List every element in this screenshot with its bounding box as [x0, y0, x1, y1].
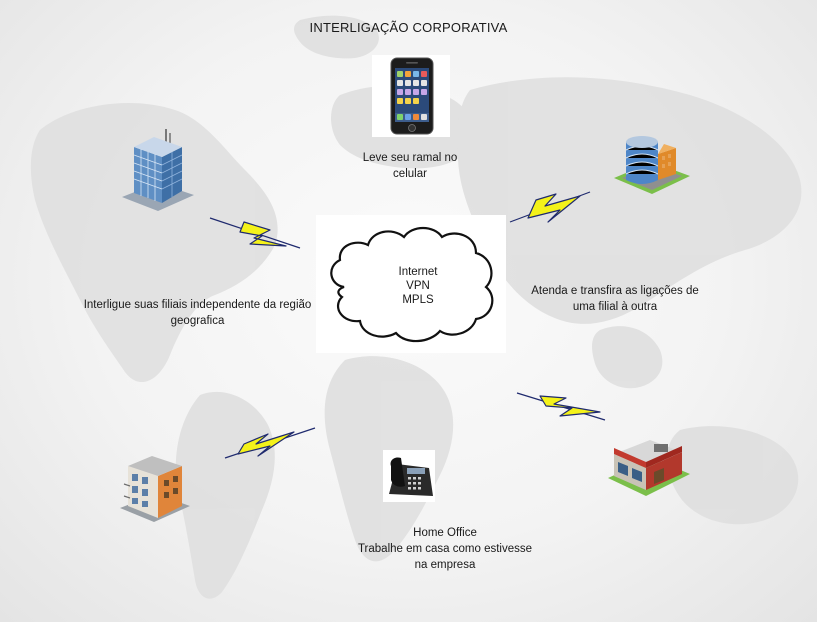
cloud-text: Internet VPN MPLS [368, 265, 468, 307]
desk-phone-icon [389, 457, 433, 496]
label-transfer: Atenda e transfira as ligações de uma fi… [531, 285, 699, 313]
label-home-office: Home Office Trabalhe em casa como estive… [357, 527, 533, 571]
round-office-building-icon [614, 136, 690, 194]
store-building-icon [608, 440, 690, 496]
lightning-bolt-bottom-right [516, 392, 606, 421]
cloud-line-internet: Internet [398, 266, 438, 278]
cloud-icon [330, 226, 494, 343]
lightning-bolt-top-right [509, 191, 591, 223]
diagram-title: INTERLIGAÇÃO CORPORATIVA [309, 20, 508, 35]
cloud-line-vpn: VPN [406, 280, 430, 292]
label-mobile: Leve seu ramal no celular [362, 152, 458, 180]
lightning-bolt-top-left [209, 217, 301, 249]
label-branches: Interligue suas filiais independente da … [83, 299, 312, 327]
apartment-building-icon [120, 456, 190, 522]
lightning-bolt-bottom-left [224, 427, 316, 459]
smartphone-icon [390, 57, 434, 135]
cloud-line-mpls: MPLS [402, 294, 434, 306]
office-tower-icon [122, 129, 194, 211]
